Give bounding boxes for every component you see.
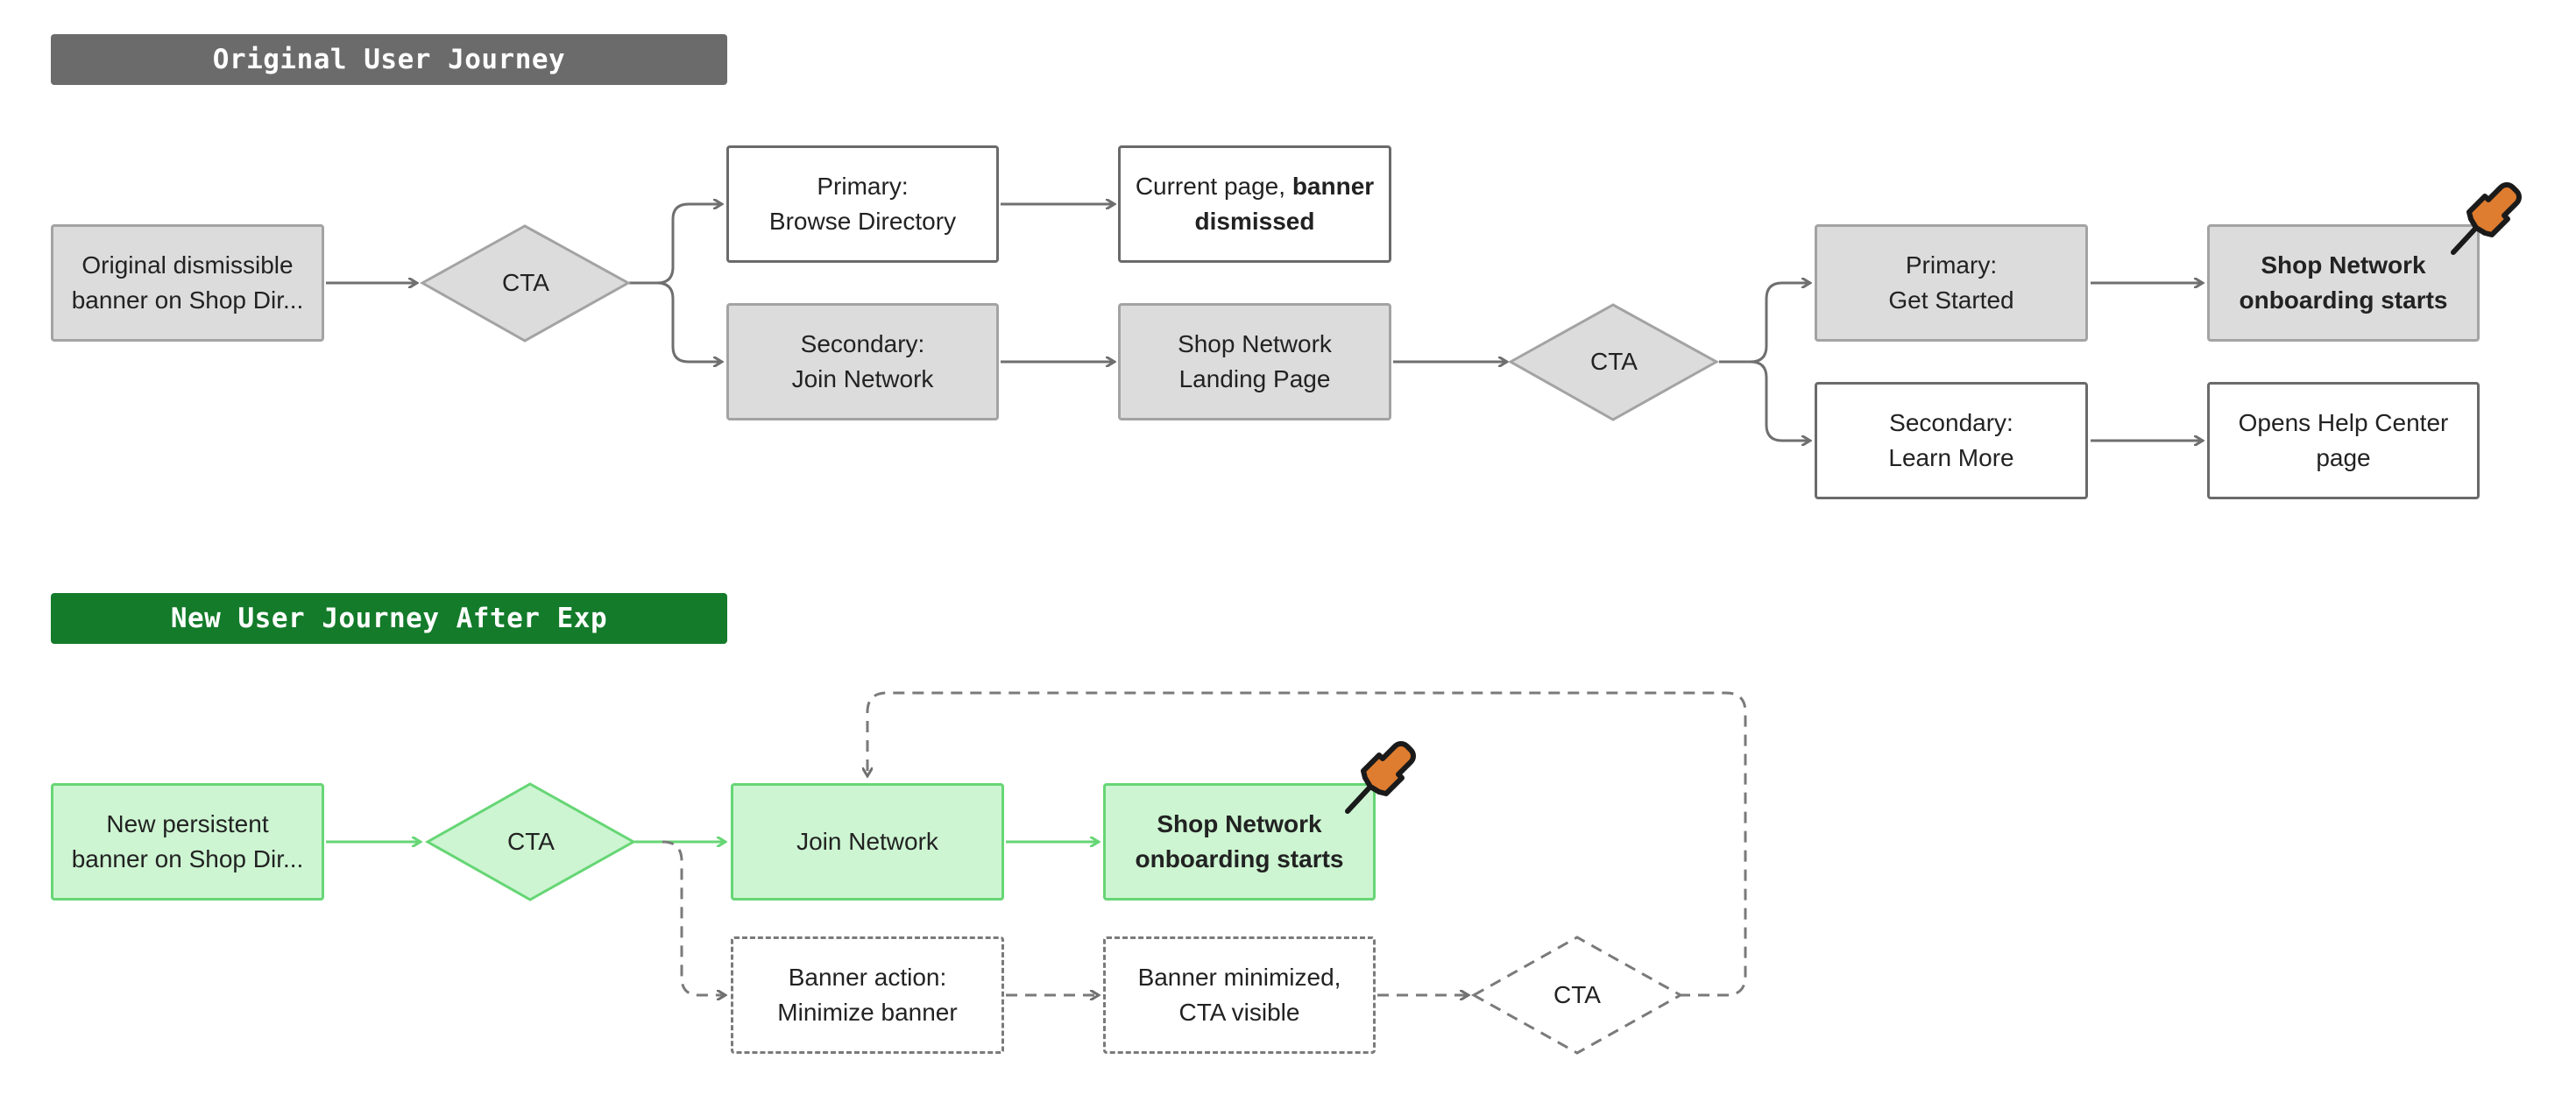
original-cta2-diamond — [1507, 303, 1720, 421]
node-line-bold: onboarding starts — [1135, 845, 1344, 872]
arrow-cta-to-secondary — [656, 281, 722, 362]
arrow-new-cta-to-minimize — [662, 840, 725, 995]
node-line-bold: dismissed — [1194, 208, 1315, 235]
new-cta-label: CTA — [507, 828, 555, 855]
original-help-center-node: Opens Help Center page — [2207, 382, 2480, 499]
new-start-node: New persistent banner on Shop Dir... — [51, 783, 324, 901]
new-minimize-node: Banner action: Minimize banner — [731, 936, 1004, 1054]
node-line: Secondary: — [800, 330, 925, 357]
original-cta2-label: CTA — [1590, 348, 1638, 375]
node-line: Original dismissible — [81, 251, 294, 279]
node-line: Banner minimized, — [1137, 964, 1341, 991]
arrow-cta-to-primary — [629, 204, 722, 285]
original-current-page-node: Current page, banner dismissed — [1118, 145, 1391, 263]
original-start-node: Original dismissible banner on Shop Dir.… — [51, 224, 324, 342]
original-secondary-join-node: Secondary: Join Network — [726, 303, 999, 420]
original-primary-browse-node: Primary: Browse Directory — [726, 145, 999, 263]
node-line-bold: Shop Network — [2261, 251, 2426, 279]
node-line: banner on Shop Dir... — [71, 286, 304, 314]
node-line: Join Network — [791, 365, 934, 392]
new-join-node: Join Network — [731, 783, 1004, 901]
node-text-bold: banner — [1292, 173, 1375, 200]
arrow-cta2-loop-to-join — [867, 691, 1747, 997]
new-onboarding-node: Shop Network onboarding starts — [1103, 783, 1376, 901]
new-cta2-label: CTA — [1553, 981, 1601, 1008]
node-line: Opens Help Center — [2238, 409, 2449, 436]
section-title-new: New User Journey After Exp — [51, 593, 727, 644]
original-onboarding-node: Shop Network onboarding starts — [2207, 224, 2480, 342]
pushpin-icon — [1345, 741, 1416, 814]
new-cta2-diamond — [1470, 936, 1684, 1055]
node-line: Join Network — [796, 828, 938, 855]
node-line: Secondary: — [1889, 409, 2013, 436]
original-cta-diamond — [419, 224, 632, 343]
arrow-cta2-to-getstarted — [1719, 283, 1810, 364]
node-line-bold: onboarding starts — [2239, 286, 2448, 314]
new-cta-diamond — [424, 782, 637, 901]
node-line: Current page, banner — [1136, 169, 1374, 204]
original-cta-label: CTA — [502, 269, 549, 296]
original-landing-node: Shop Network Landing Page — [1118, 303, 1391, 420]
node-line: Landing Page — [1178, 365, 1331, 392]
node-line: Learn More — [1888, 444, 2014, 471]
node-line: banner on Shop Dir... — [71, 845, 304, 872]
node-line: page — [2316, 444, 2371, 471]
arrow-cta2-to-learnmore — [1750, 360, 1810, 441]
node-line: Banner action: — [788, 964, 947, 991]
node-line: Shop Network — [1178, 330, 1332, 357]
original-primary-getstarted-node: Primary: Get Started — [1815, 224, 2088, 342]
node-line: Primary: — [1905, 251, 1998, 279]
node-line: CTA visible — [1178, 999, 1300, 1026]
pushpin-icon — [2451, 182, 2522, 255]
section-title-original: Original User Journey — [51, 34, 727, 85]
node-line: Browse Directory — [768, 208, 957, 235]
new-connectors-dashed — [662, 691, 1747, 997]
new-minimized-node: Banner minimized, CTA visible — [1103, 936, 1376, 1054]
node-line: Primary: — [817, 173, 909, 200]
node-line-bold: Shop Network — [1157, 810, 1322, 837]
node-line: Get Started — [1888, 286, 2014, 314]
node-text: Current page, — [1135, 173, 1292, 200]
node-line: Minimize banner — [777, 999, 958, 1026]
original-secondary-learnmore-node: Secondary: Learn More — [1815, 382, 2088, 499]
original-connectors — [326, 204, 2203, 441]
node-line: New persistent — [106, 810, 269, 837]
